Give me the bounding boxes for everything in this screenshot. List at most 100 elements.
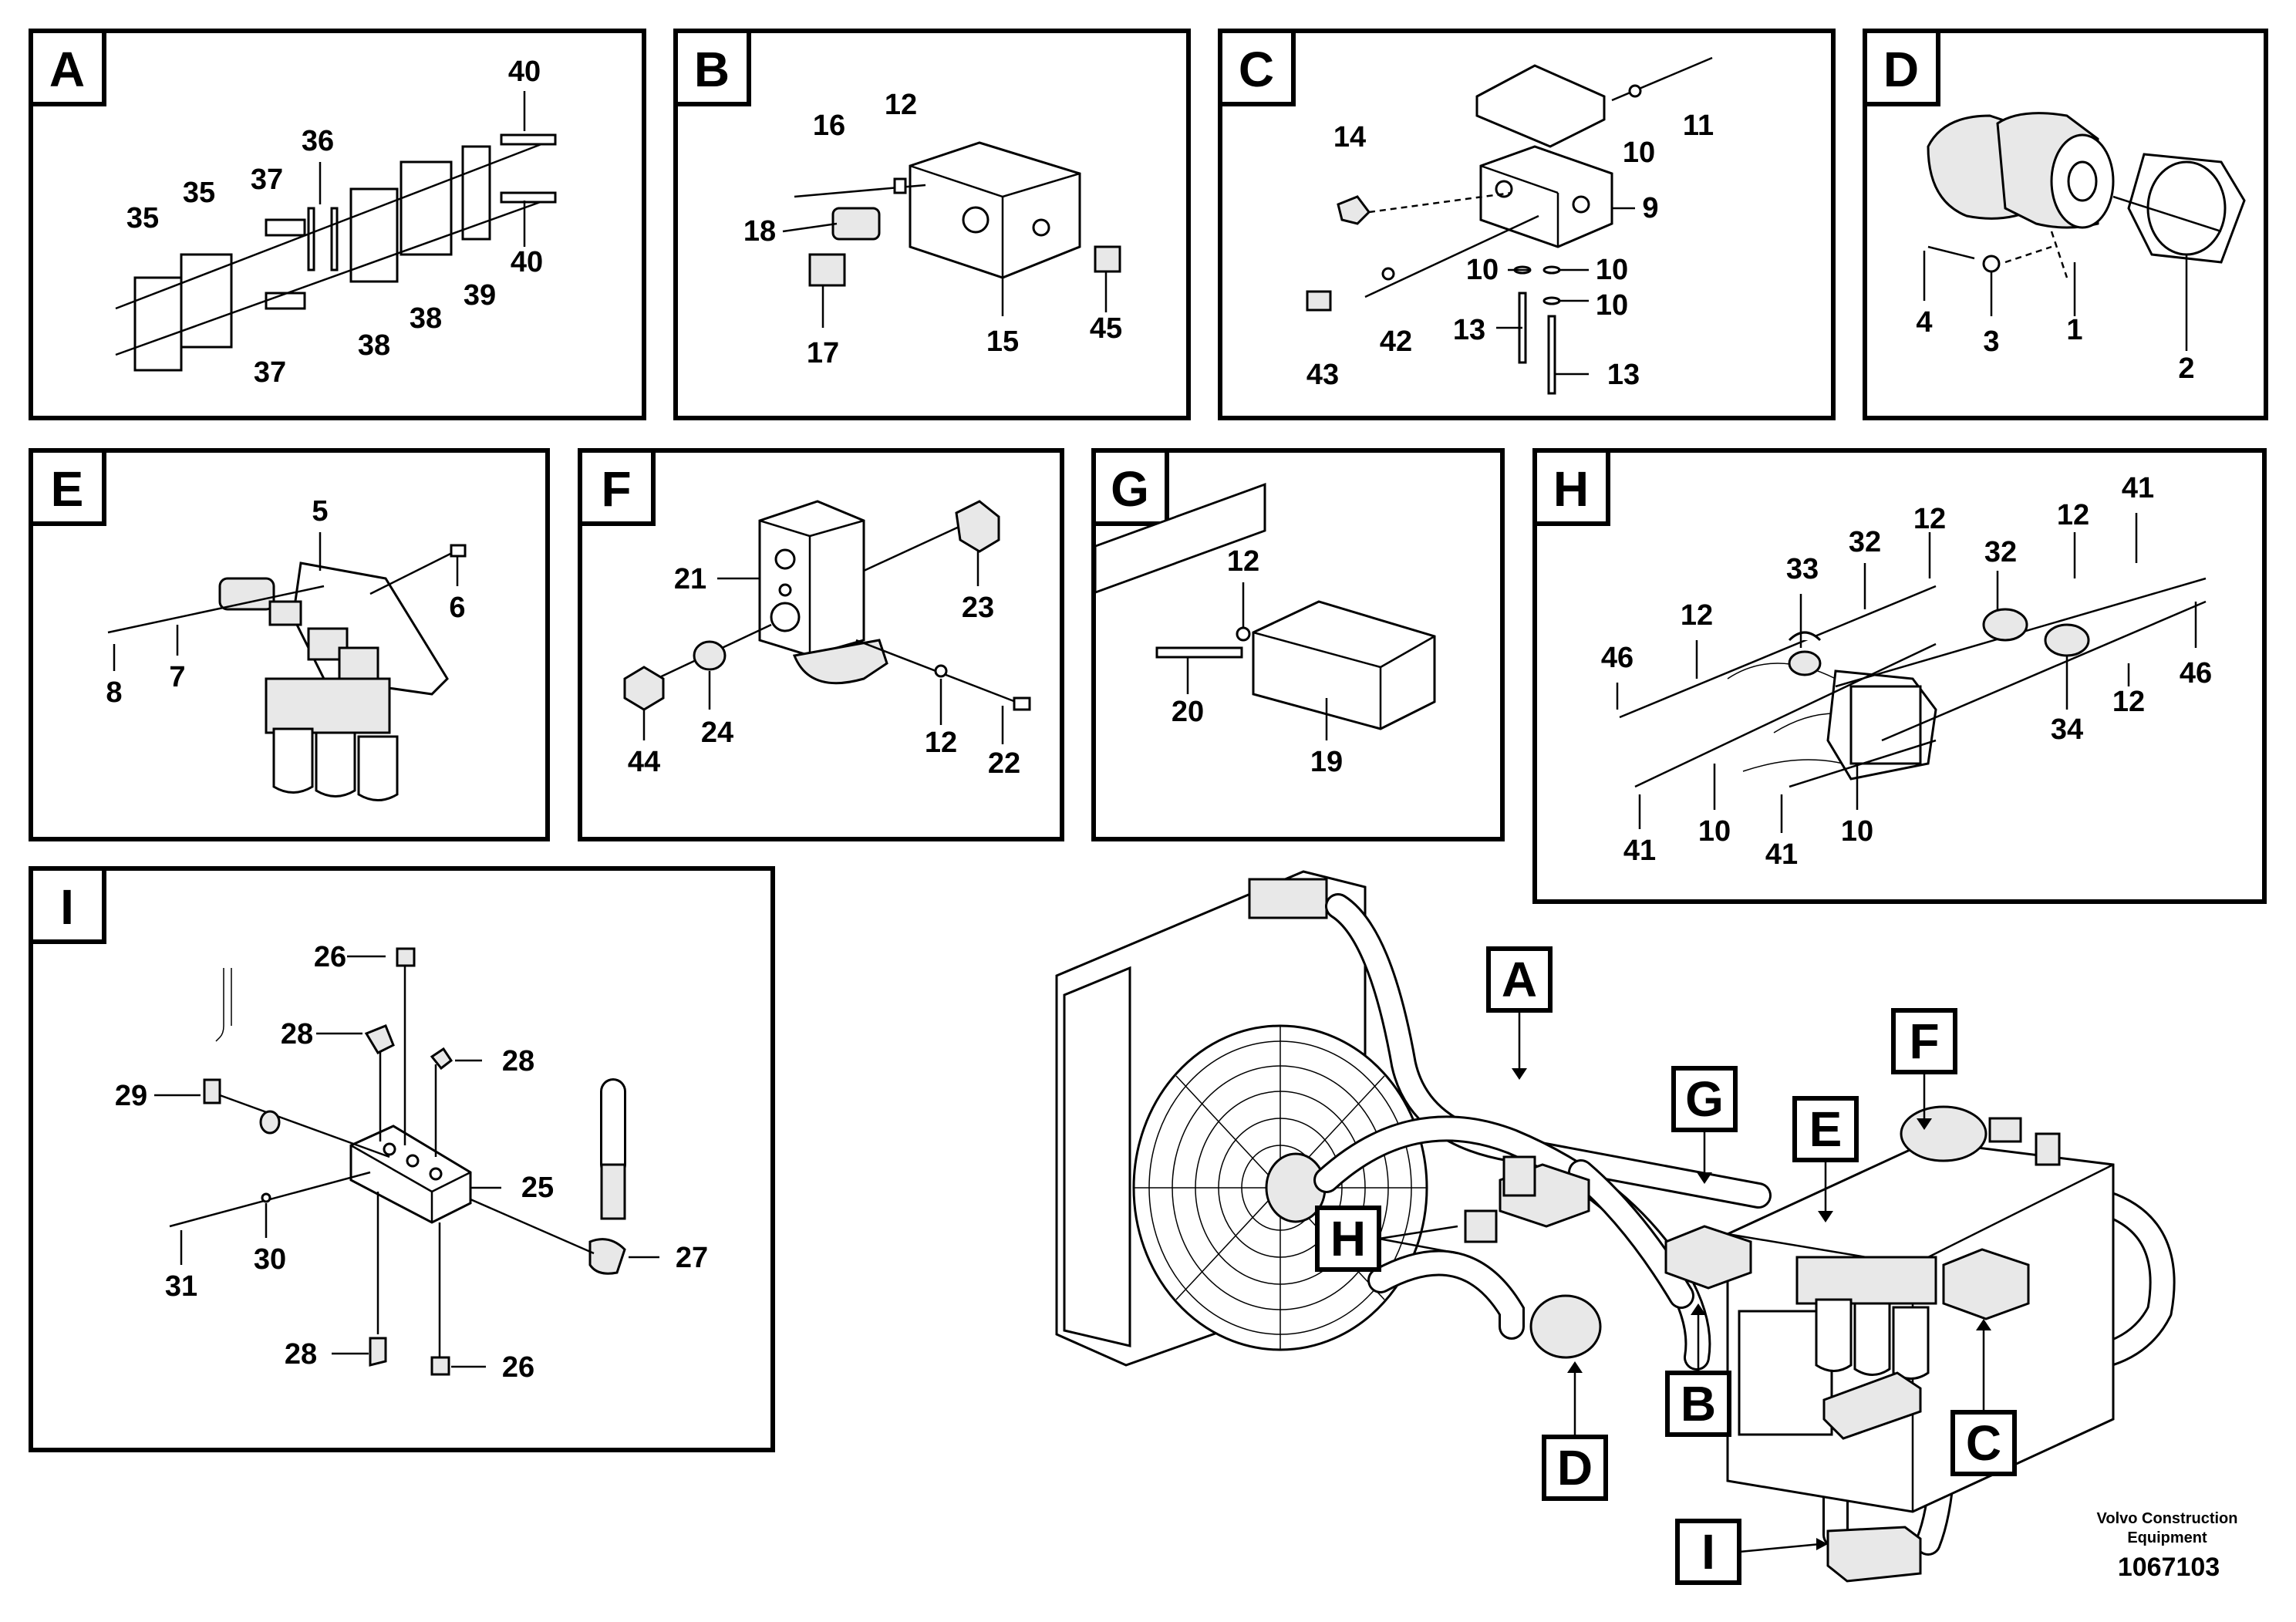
- solenoid-box: [1155, 600, 1436, 730]
- valve-block: [794, 141, 1121, 287]
- callout: 30: [254, 1243, 286, 1276]
- callout: 5: [312, 495, 328, 528]
- callout: 32: [1849, 526, 1881, 558]
- panel-e-letter: E: [51, 461, 84, 517]
- callout: 46: [2180, 657, 2212, 690]
- panel-i-letter: I: [60, 879, 74, 935]
- callout: 25: [521, 1172, 554, 1204]
- filter-assembly: [107, 544, 467, 801]
- overview-label-e: E: [1809, 1101, 1843, 1157]
- overview-label-h: H: [1330, 1211, 1366, 1266]
- callout: 6: [449, 592, 465, 624]
- callout: 12: [1227, 545, 1259, 578]
- panel-h: H 46 12 33 32: [1532, 448, 2267, 904]
- callout: 19: [1310, 746, 1343, 778]
- panel-h-letter: H: [1553, 461, 1589, 517]
- overview-label-d: D: [1557, 1440, 1593, 1496]
- panel-f: F 21 23 44 24 12 22: [578, 448, 1064, 841]
- callout: 12: [885, 89, 917, 121]
- callout: 10: [1623, 137, 1655, 169]
- panel-b-letter: B: [694, 42, 730, 97]
- callout: 18: [743, 215, 776, 248]
- callout: 41: [1623, 835, 1656, 867]
- callout: 21: [674, 563, 706, 595]
- panel-a: A 40 36 35 37 35 40 39 38 38 37: [29, 29, 646, 420]
- callout: 10: [1596, 289, 1628, 322]
- callout: 28: [285, 1338, 317, 1371]
- callout: 12: [1913, 503, 1946, 535]
- overview-valves: [1464, 1155, 2030, 1440]
- callout: 16: [813, 110, 845, 142]
- callout: 39: [464, 279, 496, 312]
- callout: 10: [1841, 815, 1873, 848]
- callout: 11: [1683, 110, 1714, 142]
- callout: 27: [676, 1242, 708, 1274]
- clamp-assembly: [115, 133, 557, 372]
- callout: 3: [1983, 325, 1999, 358]
- callout: 38: [358, 329, 390, 362]
- panel-c: C 11 14 10 9 1: [1218, 29, 1836, 420]
- overview-filters: [1795, 1256, 1937, 1380]
- overview-label-b: B: [1681, 1376, 1716, 1431]
- callout: 33: [1786, 553, 1819, 585]
- credit-line-1: Volvo Construction: [2097, 1510, 2238, 1527]
- overview-label-c: C: [1966, 1415, 2001, 1471]
- callout: 10: [1466, 254, 1499, 286]
- callout: 40: [508, 56, 541, 88]
- clamp-bracket-h: [1619, 577, 2207, 788]
- callout: 43: [1306, 359, 1339, 391]
- callout: 12: [1681, 599, 1713, 632]
- callout: 31: [165, 1270, 197, 1303]
- panel-e: E 5 6 8 7: [29, 448, 550, 841]
- callout: 40: [511, 246, 543, 278]
- callout: 37: [251, 164, 283, 196]
- callout: 8: [106, 676, 122, 709]
- fan: [1132, 1024, 1428, 1351]
- callout: 12: [2112, 686, 2145, 718]
- manifold-block: [169, 947, 626, 1376]
- document-number: 1067103: [2118, 1553, 2220, 1582]
- callout: 34: [2051, 713, 2083, 746]
- callout: 29: [115, 1080, 147, 1112]
- panel-g-letter: G: [1111, 461, 1149, 517]
- callout: 12: [925, 727, 957, 759]
- callout: 35: [183, 177, 215, 209]
- callout: 42: [1380, 325, 1412, 358]
- valve-block-f: [623, 500, 1031, 711]
- callout: 26: [314, 941, 346, 973]
- callout: 46: [1601, 642, 1633, 674]
- callout: 36: [302, 125, 334, 157]
- callout: 28: [502, 1045, 534, 1077]
- callout: 38: [410, 302, 442, 335]
- hydraulic-pump: [1927, 112, 2246, 278]
- callout: 13: [1453, 314, 1485, 346]
- callout: 10: [1698, 815, 1731, 848]
- callout: 24: [701, 717, 733, 749]
- overview-label-a: A: [1502, 952, 1537, 1007]
- panel-g: G 12 20 19: [1091, 448, 1505, 841]
- callout: 22: [988, 747, 1020, 780]
- callout: 1: [2066, 314, 2082, 346]
- panel-i: I: [29, 866, 775, 1452]
- panel-c-letter: C: [1239, 42, 1274, 97]
- callout: 17: [807, 337, 839, 369]
- callout: 7: [169, 661, 185, 693]
- callout: 32: [1984, 536, 2017, 568]
- callout: 20: [1172, 696, 1204, 728]
- overview-label-f: F: [1909, 1013, 1939, 1069]
- callout: 26: [502, 1351, 534, 1384]
- callout: 12: [2057, 499, 2089, 531]
- callout: 9: [1642, 192, 1658, 224]
- callout: 23: [962, 592, 994, 624]
- callout: 45: [1090, 312, 1122, 345]
- callout: 44: [628, 746, 660, 778]
- callout: 37: [254, 356, 286, 389]
- panel-b: B 16 12 18 17 15 45: [673, 29, 1191, 420]
- callout: 28: [281, 1018, 313, 1050]
- bracket-block: [1306, 56, 1713, 395]
- panel-a-letter: A: [49, 42, 85, 97]
- callout: 2: [2178, 352, 2194, 385]
- panel-f-letter: F: [601, 461, 631, 517]
- callout: 41: [1765, 838, 1798, 871]
